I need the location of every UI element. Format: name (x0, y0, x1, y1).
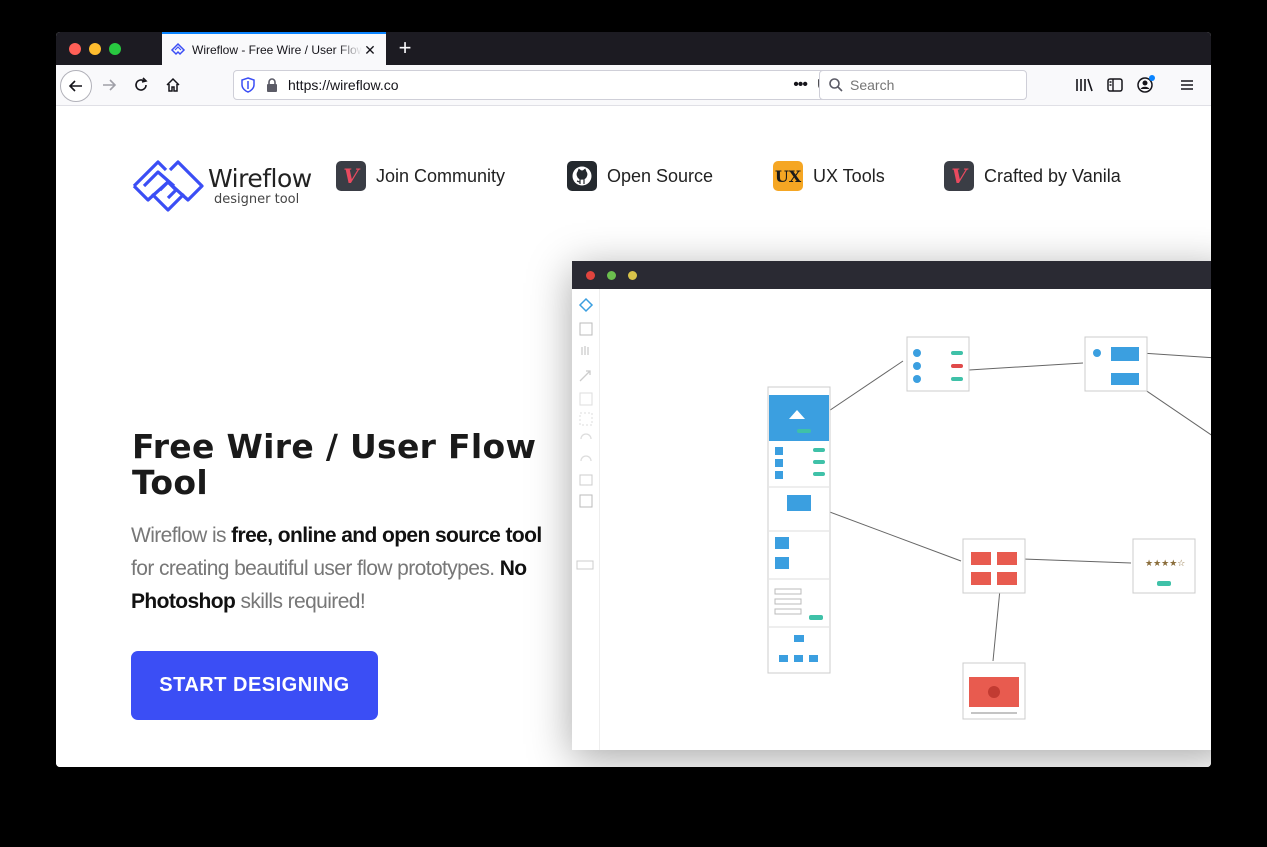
ux-tools-icon: UX (773, 161, 803, 191)
preview-flow-canvas: ★★★★☆ (601, 289, 1211, 750)
search-input[interactable] (850, 77, 1010, 93)
nav-label: Join Community (376, 165, 506, 186)
library-icon[interactable] (1074, 76, 1094, 94)
navigation-toolbar: https://wireflow.co ••• (56, 65, 1211, 106)
url-bar[interactable]: https://wireflow.co ••• (233, 70, 872, 100)
arrow-left-icon (68, 80, 82, 92)
tab-active[interactable]: Wireflow - Free Wire / User Flow Tool ✕ (162, 32, 386, 65)
browser-window: Wireflow - Free Wire / User Flow Tool ✕ … (56, 32, 1211, 767)
vanila-logo-icon: V (944, 161, 974, 191)
reload-icon (135, 77, 148, 91)
wireframe-mobile-screen (767, 386, 831, 674)
hero-description: Wireflow is free, online and open source… (131, 524, 542, 613)
nav-label: UX Tools (813, 165, 885, 186)
menu-icon[interactable] (1178, 76, 1196, 94)
tab-bar: Wireflow - Free Wire / User Flow Tool ✕ … (56, 32, 1211, 65)
nav-join-community[interactable]: V Join Community (336, 161, 505, 191)
forward-button[interactable] (94, 70, 124, 100)
close-window-button[interactable] (69, 43, 81, 55)
new-tab-button[interactable]: + (398, 35, 412, 60)
nav-label: Open Source (607, 165, 714, 186)
preview-titlebar (572, 261, 1211, 289)
app-preview-screenshot: ★★★★☆ (572, 261, 1211, 750)
back-button[interactable] (60, 70, 92, 102)
wireframe-rating-screen: ★★★★☆ (1132, 538, 1196, 594)
zoom-window-button[interactable] (109, 43, 121, 55)
github-icon (567, 161, 597, 191)
wireflow-favicon-icon (170, 42, 186, 55)
wireframe-video-grid-screen (962, 538, 1026, 594)
tracking-protection-shield-icon[interactable] (240, 77, 256, 93)
wireflow-logo[interactable]: Wireflow designer tool (130, 154, 312, 214)
home-button[interactable] (158, 70, 188, 100)
wireflow-logo-icon (132, 160, 204, 212)
svg-text:★★★★☆: ★★★★☆ (1145, 559, 1185, 569)
account-icon[interactable] (1136, 75, 1156, 95)
nav-ux-tools[interactable]: UX UX Tools (773, 161, 885, 191)
close-tab-icon[interactable]: ✕ (364, 41, 376, 58)
tab-title: Wireflow - Free Wire / User Flow Tool (192, 42, 362, 57)
sidebar-icon[interactable] (1106, 76, 1124, 94)
search-bar[interactable] (819, 70, 1027, 100)
nav-open-source[interactable]: Open Source (567, 161, 713, 191)
search-icon (829, 78, 843, 92)
preview-tool-icons (576, 297, 594, 570)
vanila-logo-icon: V (336, 161, 366, 191)
nav-crafted-by-vanila[interactable]: V Crafted by Vanila (944, 161, 1121, 191)
logo-wordmark: Wireflow (208, 164, 312, 193)
wireframe-video-player-screen (962, 662, 1026, 720)
start-designing-button[interactable]: START DESIGNING (131, 651, 378, 720)
hero-title: Free Wire / User Flow Tool (132, 427, 537, 502)
logo-tagline: designer tool (214, 192, 300, 207)
minimize-window-button[interactable] (89, 43, 101, 55)
webpage: Wireflow designer tool V Join Community … (56, 106, 1211, 767)
user-flow-diagram: ★★★★☆ (767, 336, 1211, 720)
lock-icon[interactable] (264, 77, 280, 93)
page-actions-icon[interactable]: ••• (793, 76, 808, 93)
toolbar-icons (1074, 75, 1196, 95)
wireframe-detail-screen (1084, 336, 1148, 392)
preview-tool-sidebar (572, 289, 600, 750)
home-icon (166, 77, 180, 92)
arrow-right-icon (103, 79, 117, 91)
nav-label: Crafted by Vanila (984, 165, 1121, 186)
wireframe-list-screen (906, 336, 970, 392)
url-text[interactable]: https://wireflow.co (288, 77, 399, 93)
reload-button[interactable] (126, 70, 156, 100)
